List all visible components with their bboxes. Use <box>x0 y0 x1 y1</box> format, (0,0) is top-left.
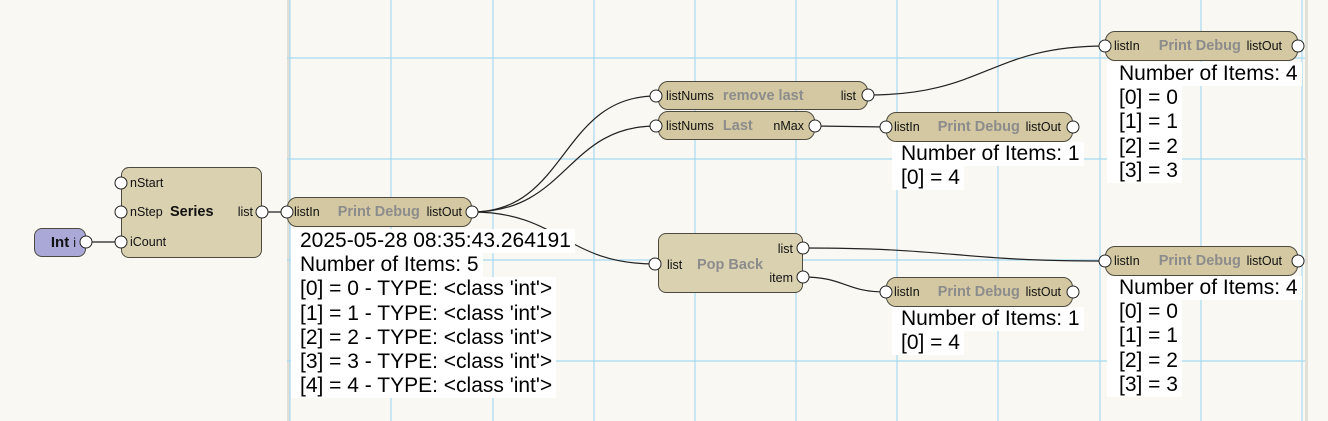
input-label: listIn <box>1114 39 1140 53</box>
node-title: Print Debug <box>337 204 420 220</box>
wire-pop-back-item-to-print-debug[interactable] <box>802 276 887 293</box>
port-pop-back-list-out[interactable] <box>796 241 810 255</box>
output-label: listOut <box>1025 285 1061 299</box>
port-remove-last-out[interactable] <box>861 88 875 102</box>
log-line: [0] = 0 - TYPE: <class 'int'> <box>291 277 557 302</box>
input-label: iCount <box>130 235 167 249</box>
page-boundary-right <box>1305 0 1308 421</box>
output-label: item <box>769 271 793 285</box>
log-line: Number of Items: 1 <box>892 307 1084 332</box>
log-line: [0] = 4 <box>892 331 964 356</box>
output-label: nMax <box>773 118 804 133</box>
debug-output-main: 2025-05-28 08:35:43.264191 Number of Ite… <box>291 229 575 399</box>
node-title: Last <box>722 117 753 134</box>
wire-remove-last-to-print-debug[interactable] <box>867 45 1106 96</box>
port-print-debug-main-out[interactable] <box>465 205 479 219</box>
port-series-nstep-in[interactable] <box>114 205 128 219</box>
port-print-debug-last-in[interactable] <box>879 120 893 134</box>
remove-last-node[interactable]: listNums remove last list <box>658 81 868 110</box>
port-int-i-out[interactable] <box>79 235 93 249</box>
output-label: listOut <box>1025 120 1061 134</box>
port-last-nmax-out[interactable] <box>808 119 822 133</box>
print-debug-node-remove-last[interactable]: listIn Print Debug listOut <box>1105 31 1298 61</box>
int-node[interactable]: Int i <box>34 228 86 257</box>
log-line: [3] = 3 - TYPE: <class 'int'> <box>291 350 557 375</box>
port-print-debug-remove-last-out[interactable] <box>1291 39 1305 53</box>
port-pop-back-list-in[interactable] <box>648 257 662 271</box>
log-line: Number of Items: 1 <box>892 142 1084 167</box>
input-label: listNums <box>666 118 714 133</box>
output-label: listOut <box>1246 254 1282 268</box>
log-line: Number of Items: 4 <box>1107 276 1302 301</box>
log-line: [2] = 2 <box>1107 348 1182 373</box>
log-line: [4] = 4 - TYPE: <class 'int'> <box>291 374 557 399</box>
node-title: remove last <box>722 87 804 104</box>
wire-print-debug-to-last[interactable] <box>471 125 657 213</box>
log-line: 2025-05-28 08:35:43.264191 <box>291 229 575 254</box>
node-title: Print Debug <box>1158 38 1241 54</box>
input-label: nStep <box>130 205 163 219</box>
print-debug-node-pop-item[interactable]: listIn Print Debug listOut <box>886 277 1073 307</box>
pop-back-node[interactable]: list Pop Back list item <box>658 233 803 293</box>
port-print-debug-pop-list-in[interactable] <box>1098 254 1112 268</box>
port-print-debug-pop-list-out[interactable] <box>1291 254 1305 268</box>
node-title: Int <box>50 234 70 251</box>
input-label: nStart <box>130 176 164 190</box>
log-line: [2] = 2 - TYPE: <class 'int'> <box>291 325 557 351</box>
input-label: listIn <box>294 205 320 219</box>
node-title: Print Debug <box>937 119 1020 135</box>
node-title: Pop Back <box>697 257 764 273</box>
port-print-debug-pop-item-in[interactable] <box>879 285 893 299</box>
print-debug-node-last[interactable]: listIn Print Debug listOut <box>886 112 1073 142</box>
last-node[interactable]: listNums Last nMax <box>658 111 815 140</box>
log-line: Number of Items: 4 <box>1107 62 1302 87</box>
output-label: listOut <box>1246 39 1282 53</box>
port-series-nstart-in[interactable] <box>114 176 128 190</box>
output-label: list <box>777 242 793 256</box>
input-label: listIn <box>894 285 920 299</box>
output-label: list <box>237 205 253 219</box>
input-label: listIn <box>1114 254 1140 268</box>
log-line: [0] = 0 <box>1107 86 1182 111</box>
port-print-debug-main-in[interactable] <box>280 205 294 219</box>
debug-output-remove-last: Number of Items: 4 [0] = 0 [1] = 1 [2] =… <box>1107 62 1302 184</box>
port-last-in[interactable] <box>649 119 663 133</box>
log-line: [2] = 2 <box>1107 134 1182 159</box>
log-line: [3] = 3 <box>1107 158 1182 184</box>
log-line: [0] = 0 <box>1107 300 1182 325</box>
input-label: listNums <box>666 88 714 103</box>
wire-last-to-print-debug[interactable] <box>814 125 887 128</box>
port-print-debug-remove-last-in[interactable] <box>1098 39 1112 53</box>
port-remove-last-in[interactable] <box>649 89 663 103</box>
node-title: Series <box>170 204 214 220</box>
input-label: list <box>667 258 683 272</box>
port-series-icount-in[interactable] <box>114 235 128 249</box>
input-label: listIn <box>894 120 920 134</box>
log-line: Number of Items: 5 <box>291 253 483 278</box>
output-label: listOut <box>426 205 462 219</box>
log-line: [1] = 1 - TYPE: <class 'int'> <box>291 301 557 326</box>
series-node[interactable]: nStart nStep iCount Series list <box>121 167 262 258</box>
log-line: [1] = 1 <box>1107 110 1182 135</box>
output-label: i <box>73 235 76 250</box>
log-line: [1] = 1 <box>1107 324 1182 349</box>
port-pop-back-item-out[interactable] <box>796 270 810 284</box>
output-label: list <box>840 88 856 103</box>
port-print-debug-last-out[interactable] <box>1066 120 1080 134</box>
debug-output-last: Number of Items: 1 [0] = 4 <box>892 142 1084 191</box>
log-line: [0] = 4 <box>892 166 964 191</box>
print-debug-node-main[interactable]: listIn Print Debug listOut <box>287 197 472 227</box>
node-title: Print Debug <box>1158 253 1241 269</box>
print-debug-node-pop-list[interactable]: listIn Print Debug listOut <box>1105 246 1298 276</box>
log-line: [3] = 3 <box>1107 372 1182 398</box>
node-title: Print Debug <box>937 284 1020 300</box>
port-series-list-out[interactable] <box>255 205 269 219</box>
debug-output-pop-item: Number of Items: 1 [0] = 4 <box>892 307 1084 356</box>
wire-pop-back-list-to-print-debug[interactable] <box>802 247 1106 262</box>
port-print-debug-pop-item-out[interactable] <box>1066 285 1080 299</box>
wire-print-debug-to-remove-last[interactable] <box>471 95 657 213</box>
debug-output-pop-list: Number of Items: 4 [0] = 0 [1] = 1 [2] =… <box>1107 276 1302 398</box>
